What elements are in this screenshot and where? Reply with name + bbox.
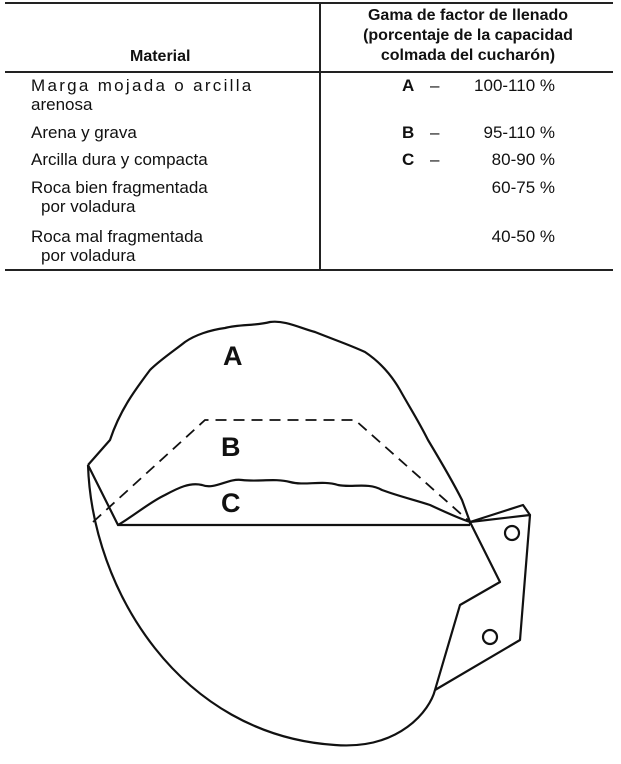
material-line: Marga mojada o arcilla (31, 76, 254, 95)
table-header-rule (5, 71, 613, 73)
row-material: Arena y grava (31, 123, 137, 142)
fill-factor-table: Material Gama de factor de llenado (porc… (5, 0, 613, 272)
row-range: 95-110 % (483, 123, 555, 142)
header-range: Gama de factor de llenado (porcentaje de… (323, 6, 613, 66)
load-a-outline (87, 320, 472, 523)
header-range-line-1: Gama de factor de llenado (367, 7, 569, 24)
material-line: por voladura (41, 246, 136, 265)
row-group: B (402, 123, 415, 142)
table-top-rule (5, 2, 613, 4)
row-material: Arcilla dura y compacta (31, 150, 208, 169)
material-line: Arcilla dura y compacta (31, 150, 208, 169)
label-a: A (223, 341, 243, 371)
hinge-pin-icon (481, 628, 499, 646)
bucket-hinge-plate (469, 503, 531, 524)
bucket-fill-diagram: A B C (86, 320, 532, 747)
bucket-rim (87, 464, 472, 527)
header-range-line-2: (porcentaje de la capacidad (363, 27, 573, 44)
load-b-outline (92, 419, 471, 523)
row-dash: – (430, 123, 440, 142)
row-range: 40-50 % (491, 227, 555, 246)
row-dash: – (430, 150, 440, 169)
table-column-divider (319, 2, 321, 271)
label-c: C (221, 488, 241, 518)
row-material: Marga mojada o arcilla arenosa (31, 76, 254, 114)
material-line: Roca bien fragmentada (31, 178, 208, 197)
row-material: Roca mal fragmentada por voladura (31, 227, 203, 265)
material-line: Roca mal fragmentada (31, 227, 203, 246)
label-b: B (221, 432, 241, 462)
header-range-line-3: colmada del cucharón) (380, 47, 556, 64)
header-material: Material (130, 48, 191, 65)
row-group: C (402, 150, 415, 169)
row-range: 80-90 % (491, 150, 555, 169)
load-c-outline (117, 478, 471, 526)
bucket-outline (86, 464, 532, 747)
row-group: A (402, 76, 415, 95)
material-line: arenosa (31, 95, 93, 114)
row-material: Roca bien fragmentada por voladura (31, 178, 208, 216)
material-line: Arena y grava (31, 123, 137, 142)
row-range: 100-110 % (474, 76, 555, 95)
material-line: por voladura (41, 197, 136, 216)
row-range: 60-75 % (491, 178, 555, 197)
row-dash: – (430, 76, 440, 95)
table-bottom-rule (5, 269, 613, 271)
hinge-pin-icon (503, 524, 521, 542)
